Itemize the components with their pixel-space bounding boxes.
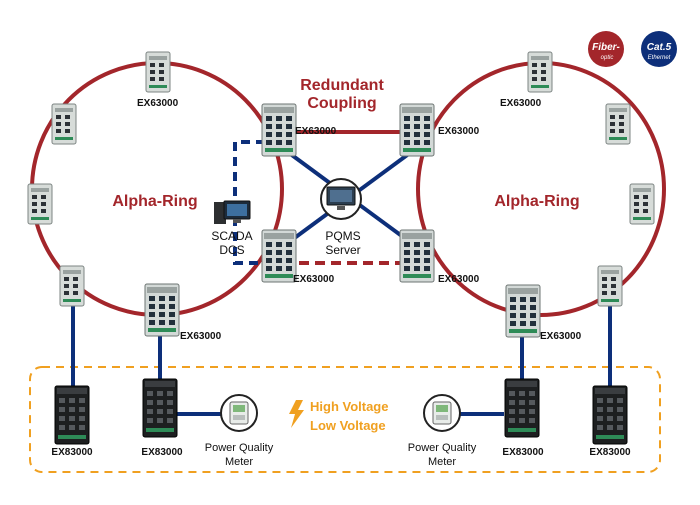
fiber-badge-line1: Fiber- [592, 42, 620, 53]
label-ex83000-1: EX83000 [51, 447, 93, 458]
right-ring-switch-1 [605, 103, 631, 145]
right-ring-switch-3 [597, 265, 623, 307]
left-ring-switch-3 [59, 265, 85, 307]
ex63000-switch-bottom-right [399, 229, 435, 283]
left-ring-switch-2 [27, 183, 53, 225]
label-ex63000-right-top: EX63000 [500, 98, 542, 109]
left-ring-label: Alpha-Ring [112, 193, 197, 210]
pqm-left-label-line1: Power Quality [205, 442, 274, 454]
ex83000-switch-2 [142, 378, 178, 438]
right-ring-switch-top [527, 51, 553, 93]
label-ex63000-top-right: EX63000 [438, 126, 480, 137]
label-ex63000-bottom-right: EX63000 [438, 274, 480, 285]
label-ex83000-4: EX83000 [589, 447, 631, 458]
low-voltage-label: Low Voltage [310, 418, 386, 433]
pqm-right-label-line1: Power Quality [408, 442, 477, 454]
label-ex83000-3: EX83000 [502, 447, 544, 458]
ex63000-switch-left-bottom [144, 283, 180, 337]
cat5-badge-line1: Cat.5 [647, 42, 672, 53]
pqms-server-icon [320, 178, 362, 220]
ex63000-switch-top-left [261, 103, 297, 157]
scada-workstation-icon [214, 200, 251, 224]
pqm-right-label-line2: Meter [428, 456, 456, 468]
pqm-left-label-line2: Meter [225, 456, 253, 468]
redundant-coupling-title-line1: Redundant [300, 77, 384, 94]
ex63000-switch-bottom-left [261, 229, 297, 283]
label-ex63000-right-bottom: EX63000 [540, 331, 582, 342]
label-ex63000-bottom-left: EX63000 [293, 274, 335, 285]
left-ring-switch-1 [51, 103, 77, 145]
label-ex63000-left-top: EX63000 [137, 98, 179, 109]
right-ring-switch-2 [629, 183, 655, 225]
label-ex63000-left-bottom: EX63000 [180, 331, 222, 342]
right-ring-label: Alpha-Ring [494, 193, 579, 210]
cat5-ethernet-badge-icon: Cat.5 Ethernet [641, 31, 677, 67]
power-quality-meter-right [423, 394, 461, 432]
left-ring-switch-top [145, 51, 171, 93]
power-quality-meter-left [220, 394, 258, 432]
cat5-badge-line2: Ethernet [648, 55, 671, 61]
label-ex83000-2: EX83000 [141, 447, 183, 458]
ex83000-switch-3 [504, 378, 540, 438]
scada-label-line1: SCADA [211, 229, 252, 243]
voltage-lightning-icon [289, 400, 304, 428]
ex63000-switch-top-right [399, 103, 435, 157]
high-voltage-label: High Voltage [310, 399, 388, 414]
label-ex63000-top-left: EX63000 [295, 126, 337, 137]
pqms-label-line1: PQMS [325, 229, 360, 243]
fiber-optic-badge-icon: Fiber- optic [588, 31, 624, 67]
ex83000-switch-4 [592, 385, 628, 445]
substation-boundary [29, 366, 661, 473]
redundant-coupling-title-line2: Coupling [307, 95, 376, 112]
pqms-label-line2: Server [325, 243, 360, 257]
ex63000-switch-right-bottom [505, 284, 541, 338]
ex83000-switch-1 [54, 385, 90, 445]
scada-label-line2: DCS [219, 243, 244, 257]
fiber-badge-line2: optic [601, 55, 614, 61]
